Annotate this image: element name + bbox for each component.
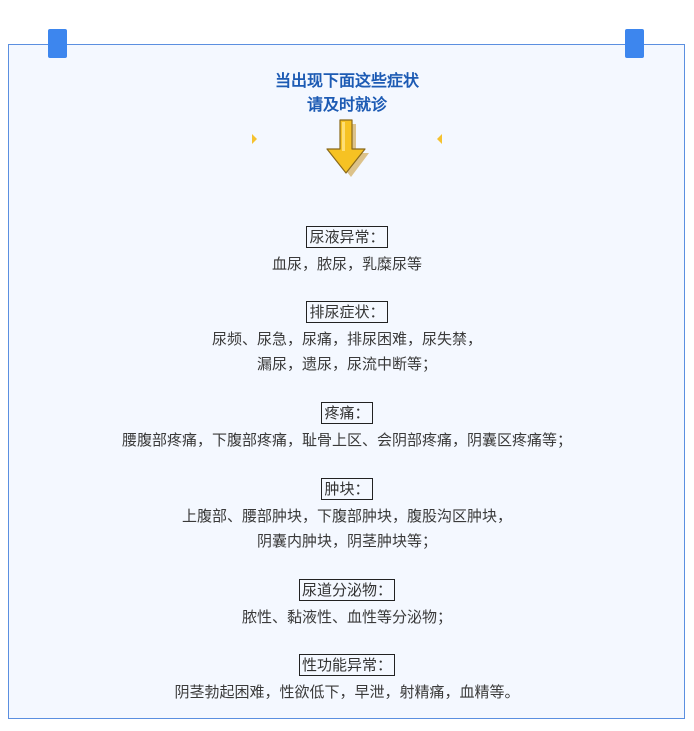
triangle-left-icon — [437, 134, 442, 144]
section-sexual-dysfunction: 性功能异常： 阴茎勃起困难，性欲低下，早泄，射精痛，血精等。 — [0, 654, 694, 705]
section-pain: 疼痛： 腰腹部疼痛，下腹部疼痛，耻骨上区、会阴部疼痛，阴囊区疼痛等； — [0, 402, 694, 453]
section-heading: 尿道分泌物： — [298, 579, 395, 601]
section-urination-symptoms: 排尿症状： 尿频、尿急，尿痛，排尿困难，尿失禁， 漏尿，遗尿，尿流中断等； — [0, 301, 694, 377]
headline-line-2: 请及时就诊 — [306, 95, 387, 114]
section-text-line: 上腹部、腰部肿块，下腹部肿块，腹股沟区肿块， — [181, 507, 512, 525]
section-heading: 性功能异常： — [298, 654, 395, 676]
section-heading: 尿液异常： — [306, 226, 388, 248]
corner-tab-left — [48, 29, 67, 58]
section-heading: 排尿症状： — [306, 301, 388, 323]
section-mass: 肿块： 上腹部、腰部肿块，下腹部肿块，腹股沟区肿块， 阴囊内肿块，阴茎肿块等； — [0, 478, 694, 554]
headline-line-1: 当出现下面这些症状 — [274, 71, 419, 90]
triangle-right-icon — [252, 134, 257, 144]
section-heading: 肿块： — [321, 478, 373, 500]
section-urethral-discharge: 尿道分泌物： 脓性、黏液性、血性等分泌物； — [0, 579, 694, 630]
headline: 当出现下面这些症状 请及时就诊 — [0, 69, 694, 117]
section-text-line: 漏尿，遗尿，尿流中断等； — [256, 355, 437, 373]
down-arrow-icon — [326, 119, 369, 177]
section-text-line: 血尿，脓尿，乳糜尿等 — [271, 255, 422, 273]
section-text-line: 阴茎勃起困难，性欲低下，早泄，射精痛，血精等。 — [174, 683, 520, 701]
corner-tab-right — [625, 29, 644, 58]
section-text-line: 阴囊内肿块，阴茎肿块等； — [256, 532, 437, 550]
section-text-line: 脓性、黏液性、血性等分泌物； — [241, 608, 452, 626]
section-text-line: 腰腹部疼痛，下腹部疼痛，耻骨上区、会阴部疼痛，阴囊区疼痛等； — [121, 431, 572, 449]
section-urine-abnormal: 尿液异常： 血尿，脓尿，乳糜尿等 — [0, 226, 694, 277]
section-text-line: 尿频、尿急，尿痛，排尿困难，尿失禁， — [211, 330, 482, 348]
section-heading: 疼痛： — [321, 402, 373, 424]
